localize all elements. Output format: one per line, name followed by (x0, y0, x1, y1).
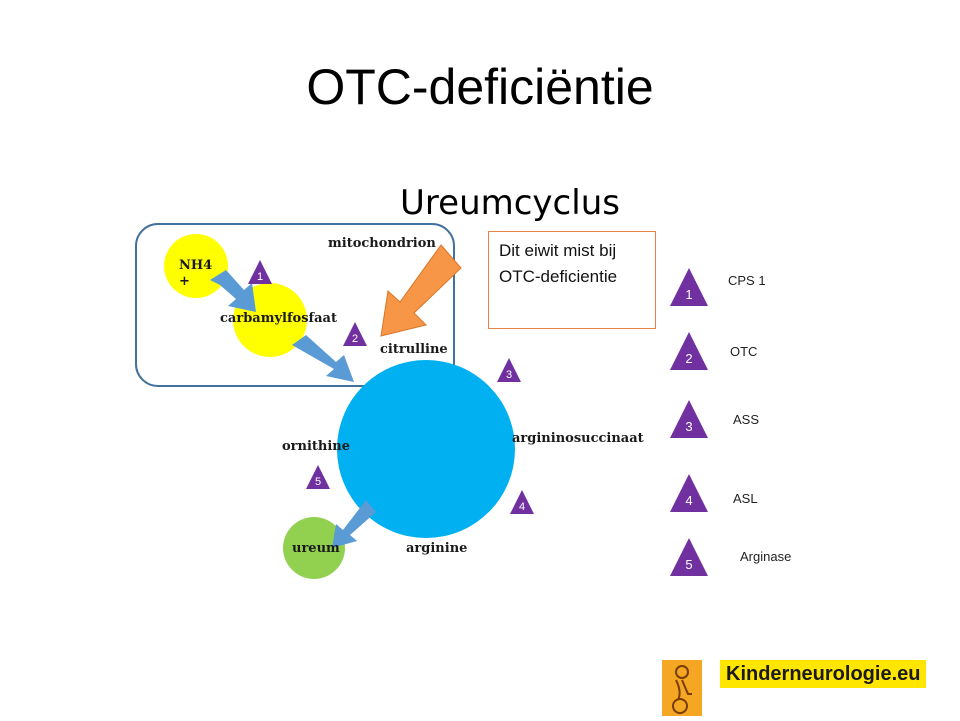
brand-logo (662, 660, 702, 716)
arginine-label: arginine (406, 541, 468, 556)
mitochondrion-label: mitochondrion (328, 236, 436, 251)
step-triangle-2: 2 (343, 322, 367, 346)
legend-triangle-2: 2 (670, 332, 708, 370)
legend-number-3: 3 (685, 419, 692, 434)
arrow-cycle-ureum (332, 500, 376, 548)
step-number-5: 5 (315, 476, 321, 488)
legend-triangle-3: 3 (670, 400, 708, 438)
callout-arrow (380, 244, 462, 337)
brand-label[interactable]: Kinderneurologie.eu (720, 660, 926, 688)
carbamylfosfaat-label: carbamylfosfaat (220, 311, 337, 326)
step-triangle-5: 5 (306, 465, 330, 489)
diagram-subtitle: Ureumcyclus (400, 183, 620, 223)
ureum-circle (283, 517, 345, 579)
legend-label-4: ASL (733, 491, 758, 506)
callout-box: Dit eiwit mist bij OTC-deficientie (488, 231, 656, 329)
nh4-label: NH4 + (179, 258, 213, 289)
step-number-2: 2 (352, 333, 358, 345)
arrow-nh4-carbamyl (210, 270, 256, 312)
step-triangle-4: 4 (510, 490, 534, 514)
legend-number-4: 4 (685, 493, 692, 508)
legend-triangle-1: 1 (670, 268, 708, 306)
step-triangle-3: 3 (497, 358, 521, 382)
legend-number-2: 2 (685, 351, 692, 366)
citrulline-label: citrulline (380, 342, 448, 357)
step-number-4: 4 (519, 501, 525, 513)
ornithine-label: ornithine (282, 439, 351, 454)
legend-number-5: 5 (685, 557, 692, 572)
argininosuccinaat-label: argininosuccinaat (512, 431, 644, 446)
legend-triangle-5: 5 (670, 538, 708, 576)
legend-label-1: CPS 1 (728, 273, 766, 288)
legend-label-2: OTC (730, 344, 758, 359)
cycle-circle (337, 360, 515, 538)
ureum-label: ureum (292, 541, 340, 556)
step-number-3: 3 (506, 369, 512, 381)
mitochondrion-box (135, 223, 455, 387)
arrow-carbamyl-citrulline (292, 335, 354, 382)
step-triangle-1: 1 (248, 260, 272, 284)
legend-label-3: ASS (733, 412, 760, 427)
legend-label-5: Arginase (740, 549, 792, 564)
wheelchair-figure-icon (672, 665, 692, 714)
legend-triangle-4: 4 (670, 474, 708, 512)
legend-number-1: 1 (685, 287, 692, 302)
slide-title: OTC-deficiëntie (306, 59, 654, 115)
nh4-circle (164, 234, 228, 298)
step-number-1: 1 (257, 271, 263, 283)
